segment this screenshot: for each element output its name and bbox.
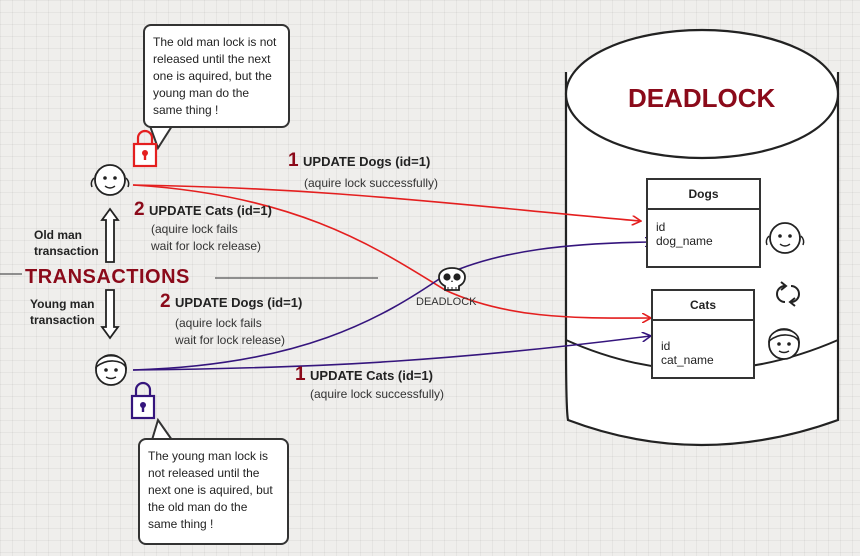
top-note-text: The old man lock is not released until t…	[153, 35, 277, 117]
young-man-right-icon	[768, 328, 800, 360]
database-title: DEADLOCK	[628, 83, 776, 113]
step-young-1: 1 UPDATE Cats (id=1)	[295, 364, 433, 386]
old-man-transaction-label: Old man transaction	[34, 228, 99, 258]
step-old-2: 2 UPDATE Cats (id=1)	[134, 199, 272, 221]
cats-table: Cats id cat_name	[651, 289, 755, 379]
step-number: 1	[295, 364, 306, 385]
old-man-icon	[90, 164, 130, 196]
bottom-speech-bubble: The young man lock is not released until…	[138, 438, 289, 545]
old-man-update-cats-arrow	[132, 184, 650, 318]
step-young-2-note: (aquire lock fails wait for lock release…	[175, 316, 286, 347]
dogs-table-name: Dogs	[648, 180, 759, 210]
step-sql: UPDATE Cats (id=1)	[310, 368, 433, 383]
young-man-transaction-label: Young man transaction	[30, 297, 95, 327]
step-sql: UPDATE Dogs (id=1)	[303, 154, 431, 169]
step-sql: UPDATE Cats (id=1)	[149, 203, 272, 218]
top-speech-bubble: The old man lock is not released until t…	[143, 24, 290, 128]
cats-column-cat-name: cat_name	[661, 353, 714, 367]
dogs-column-id: id	[656, 220, 666, 234]
young-man-update-dogs-arrow	[132, 242, 653, 371]
step-number: 1	[288, 150, 299, 171]
top-note-tail	[149, 125, 173, 151]
bottom-note-tail	[151, 417, 173, 441]
step-number: 2	[160, 291, 171, 312]
old-man-right-icon	[765, 222, 805, 254]
young-man-icon	[95, 354, 127, 386]
skull-icon	[438, 267, 466, 291]
dogs-column-dog-name: dog_name	[656, 234, 713, 248]
step-sql: UPDATE Dogs (id=1)	[175, 295, 303, 310]
deadlock-skull-label: DEADLOCK	[416, 296, 477, 308]
arrow-down-icon	[100, 289, 120, 340]
padlock-icon-old-man	[132, 129, 158, 168]
step-old-1: 1 UPDATE Dogs (id=1)	[288, 150, 430, 172]
step-young-2: 2 UPDATE Dogs (id=1)	[160, 291, 302, 313]
cycle-icon	[776, 281, 800, 307]
step-old-2-note: (aquire lock fails wait for lock release…	[151, 222, 262, 253]
cats-column-id: id	[661, 339, 671, 353]
step-old-1-note: (aquire lock successfully)	[304, 176, 439, 190]
step-number: 2	[134, 199, 145, 220]
step-young-1-note: (aquire lock successfully)	[310, 387, 445, 401]
bottom-note-text: The young man lock is not released until…	[148, 449, 273, 531]
old-man-update-dogs-arrow	[132, 184, 640, 221]
cats-table-name: Cats	[653, 291, 753, 321]
arrow-up-icon	[100, 207, 120, 263]
padlock-icon-young-man	[130, 381, 156, 420]
dogs-table: Dogs id dog_name	[646, 178, 761, 268]
young-man-update-cats-arrow	[132, 336, 650, 371]
transactions-label: TRANSACTIONS	[25, 266, 190, 288]
